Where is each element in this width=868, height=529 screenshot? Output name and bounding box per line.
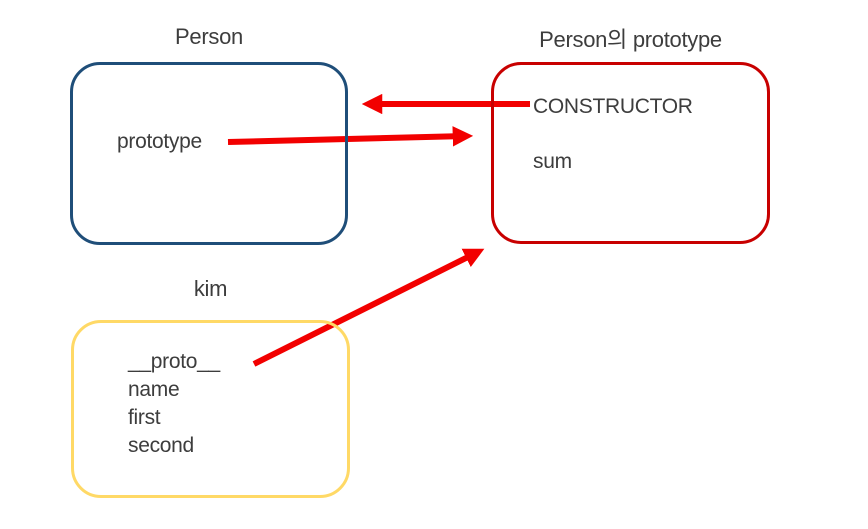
person-prototype-property: prototype [117, 130, 202, 153]
kim-box-title: kim [193, 276, 228, 301]
kim-properties-list: __proto__ name first second [128, 348, 220, 460]
kim-box [71, 320, 350, 498]
sum-property: sum [533, 150, 572, 173]
person-box-title: Person [175, 24, 243, 49]
name-property: name [128, 378, 180, 401]
second-property: second [128, 434, 194, 457]
constructor-property: CONSTRUCTOR [533, 95, 693, 118]
first-property: first [128, 406, 161, 429]
person-prototype-box [491, 62, 770, 244]
person-prototype-box-title: Person의 prototype [539, 27, 722, 52]
person-box [70, 62, 348, 245]
proto-property: __proto__ [128, 350, 220, 373]
